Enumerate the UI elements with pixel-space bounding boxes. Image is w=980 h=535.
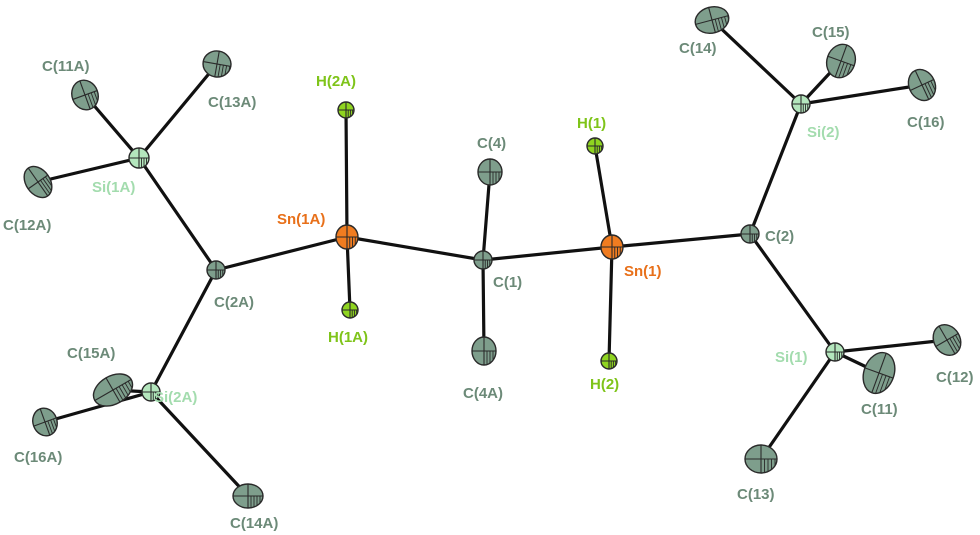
bond-si2a-c14a [149, 390, 250, 498]
atom-octant-hatch [27, 167, 56, 197]
atom-octant-hatch [33, 408, 59, 436]
bond-sn1-c2 [610, 232, 752, 249]
atom-c15 [825, 43, 857, 81]
bond-c2a-sn1a [214, 235, 349, 272]
bond-si1-c13 [759, 350, 837, 461]
atom-c4 [477, 158, 503, 186]
atom-octant-hatch [478, 159, 502, 185]
atom-c11a [71, 79, 100, 111]
atom-label-c11: C(11) [861, 401, 898, 418]
atom-octant-hatch [827, 44, 855, 81]
atom-label-c13a: C(13A) [208, 94, 256, 111]
atom-label-c15a: C(15A) [67, 345, 115, 362]
atom-label-c12: C(12) [936, 369, 974, 386]
bond-c12a-si1a [36, 156, 141, 184]
atom-h1a [341, 301, 359, 319]
atom-octant-hatch [336, 225, 358, 249]
bond-sn1-h2 [607, 245, 614, 363]
bond-c1-c4 [481, 170, 492, 262]
atom-h1 [586, 137, 604, 155]
atom-label-c16a: C(16A) [14, 449, 62, 466]
bond-c2-si2 [748, 102, 803, 236]
bond-c16a-si2a [43, 390, 153, 424]
atom-label-c2a: C(2A) [214, 294, 254, 311]
atom-label-c15: C(15) [812, 24, 850, 41]
atom-sn1a [335, 224, 359, 250]
atom-si2 [791, 94, 811, 114]
atom-octant-hatch [826, 343, 844, 361]
atom-label-c16: C(16) [907, 114, 945, 131]
bond-si1a-c2a [137, 156, 218, 272]
atom-label-h2: H(2) [590, 376, 619, 393]
atom-octant-hatch [338, 102, 354, 118]
atom-octant-hatch [741, 225, 759, 243]
atom-c16 [907, 68, 939, 102]
atom-octant-hatch [601, 235, 623, 259]
bond-c1-sn1 [481, 245, 614, 262]
atom-octant-hatch [72, 80, 100, 110]
atom-label-c12a: C(12A) [3, 217, 51, 234]
bond-c2a-si2a [149, 268, 218, 394]
atom-octant-hatch [864, 353, 894, 397]
atom-label-si1: Si(1) [775, 349, 808, 366]
bond-c2-si1 [748, 232, 837, 354]
atom-h2 [600, 352, 618, 370]
atom-c4a [471, 336, 497, 366]
labels-layer: C(11A) C(13A) Si(1A) C(12A) C(2A) Sn(1A) H(2A)… [3, 24, 974, 532]
atom-h2a [337, 101, 355, 119]
bond-c1-c4a [481, 258, 486, 353]
atom-octant-hatch [207, 261, 225, 279]
atom-octant-hatch [129, 148, 149, 168]
atom-label-h1: H(1) [577, 115, 606, 132]
atom-c13a [202, 50, 232, 80]
atom-label-c1: C(1) [493, 274, 522, 291]
bond-si2-c14 [710, 18, 803, 106]
atom-c12 [932, 323, 964, 357]
bond-si2-c16 [799, 83, 924, 106]
atom-c1 [473, 250, 493, 270]
bond-sn1a-c1 [345, 235, 485, 262]
atom-label-h2a: H(2A) [316, 73, 356, 90]
atom-label-h1a: H(1A) [328, 329, 368, 346]
atom-c11 [862, 351, 896, 397]
atom-si1a [128, 147, 150, 169]
atom-label-si1a: Si(1A) [92, 179, 135, 196]
atom-label-c4a: C(4A) [463, 385, 503, 402]
atom-label-sn1a: Sn(1A) [277, 211, 325, 228]
bond-si1-c12 [833, 338, 949, 354]
atom-c15a [92, 373, 136, 407]
atom-c12a [23, 165, 56, 199]
atom-c14 [694, 5, 732, 35]
atom-c13 [744, 444, 778, 474]
atom-c2a [206, 260, 226, 280]
bond-sn1a-h2a [344, 108, 349, 239]
atom-label-c2: C(2) [765, 228, 794, 245]
atom-sn1 [600, 234, 624, 260]
atom-si1 [825, 342, 845, 362]
atoms-layer [23, 5, 964, 509]
atom-label-c4: C(4) [477, 135, 506, 152]
atom-label-c14a: C(14A) [230, 515, 278, 532]
atom-label-si2: Si(2) [807, 124, 840, 141]
bond-sn1-h1 [593, 144, 614, 249]
bonds-layer [36, 18, 949, 498]
atom-label-c14: C(14) [679, 40, 717, 57]
atom-label-c13: C(13) [737, 486, 775, 503]
atom-c14a [232, 483, 264, 509]
atom-c16a [32, 407, 59, 437]
atom-c2 [740, 224, 760, 244]
atom-label-si2a: Si(2A) [154, 389, 197, 406]
bond-c13a-si1a [137, 62, 219, 160]
atom-label-sn1: Sn(1) [624, 263, 662, 280]
atom-label-c11a: C(11A) [42, 58, 90, 75]
